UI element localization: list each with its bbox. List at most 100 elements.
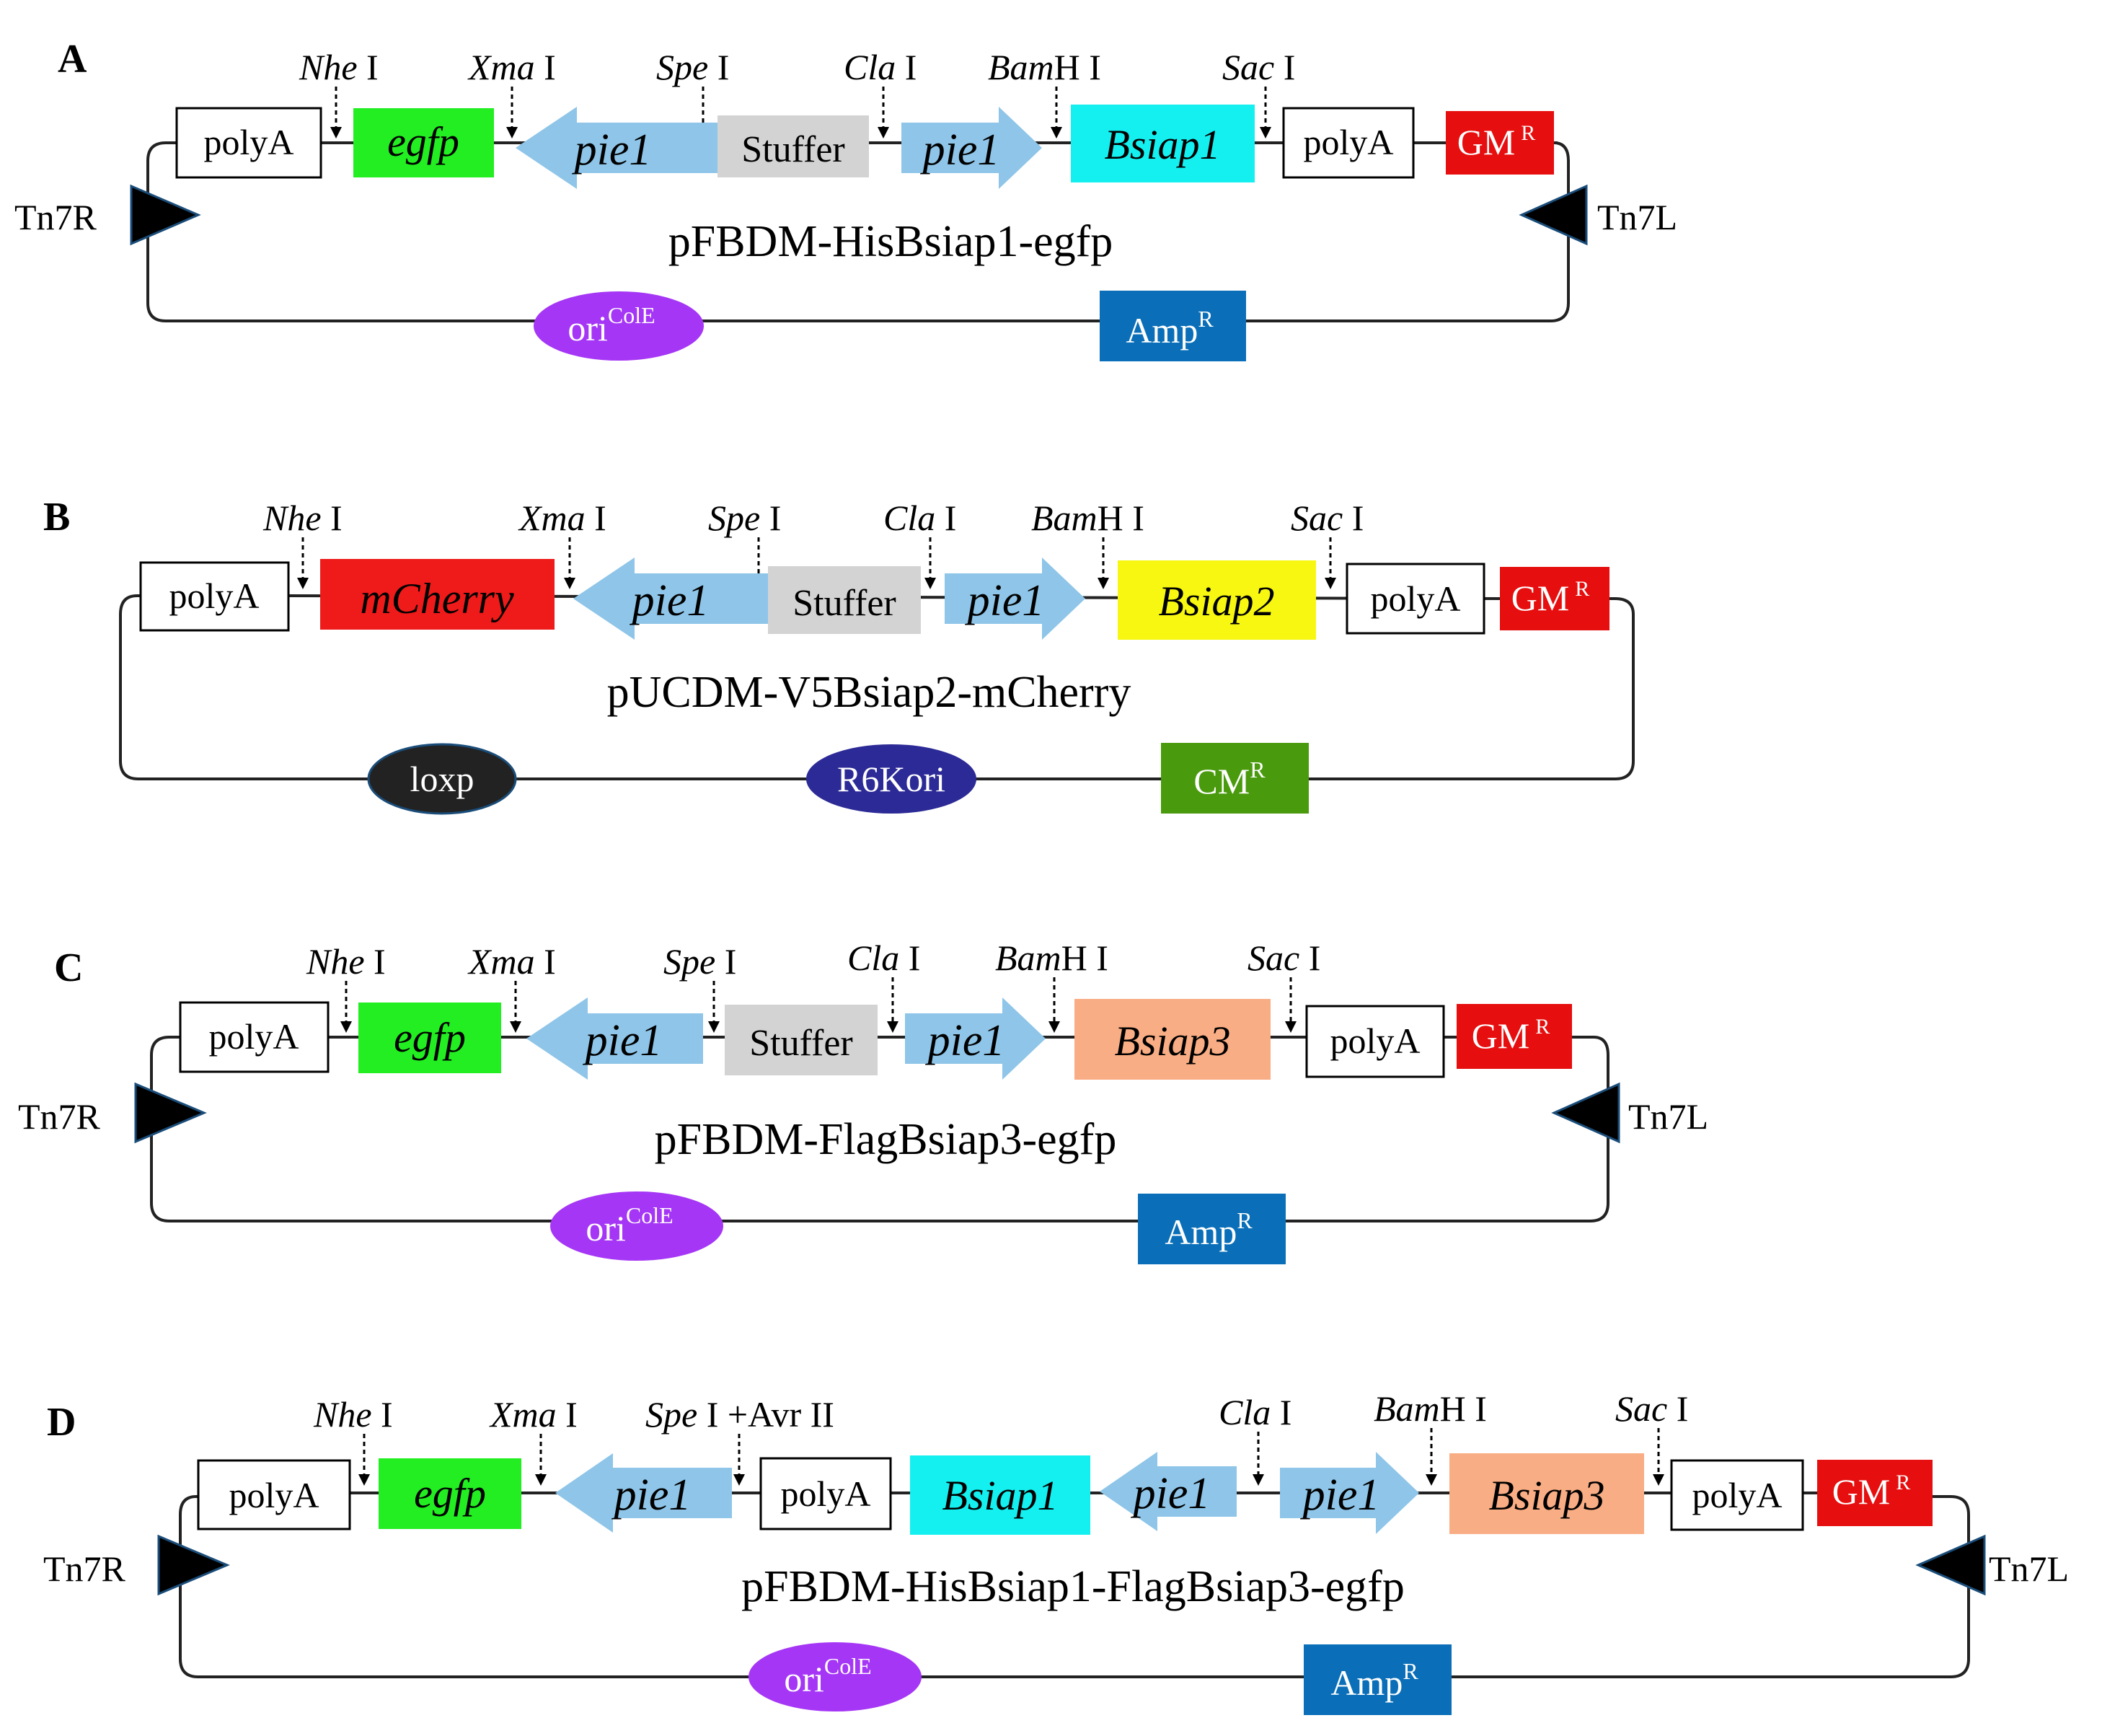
svg-text:Bsiap3: Bsiap3 bbox=[1488, 1472, 1604, 1519]
panel-c-letter: C bbox=[54, 946, 83, 990]
svg-text:Bsiap1: Bsiap1 bbox=[1104, 121, 1220, 168]
svg-text:Spe I: Spe I bbox=[656, 47, 729, 87]
panel-b-polya-left: polyA bbox=[139, 561, 290, 632]
panel-d-ori: oriColE bbox=[748, 1642, 922, 1711]
panel-c-amp-resistance: AmpR bbox=[1138, 1194, 1286, 1264]
panel-c-site-cla: Cla I bbox=[847, 938, 920, 1033]
panel-d-bsiap1-gene: Bsiap1 bbox=[910, 1455, 1090, 1535]
panel-d-pie1-promoter-reverse-1: pie1 bbox=[555, 1453, 732, 1533]
svg-text:GMR: GMR bbox=[1832, 1471, 1911, 1512]
svg-text:polyA: polyA bbox=[1371, 578, 1461, 619]
svg-text:Bsiap3: Bsiap3 bbox=[1114, 1018, 1230, 1065]
svg-text:pie1: pie1 bbox=[925, 1016, 1005, 1065]
svg-text:polyA: polyA bbox=[204, 122, 294, 162]
svg-text:Xma I: Xma I bbox=[518, 498, 606, 538]
svg-text:Cla I: Cla I bbox=[1219, 1392, 1291, 1432]
panel-b-cm-resistance: CMR bbox=[1161, 743, 1309, 814]
panel-c-stuffer: Stuffer bbox=[725, 1005, 878, 1075]
svg-text:pie1: pie1 bbox=[965, 576, 1045, 625]
panel-b: B Nhe I Xma I Spe I Cla I BamH I Sac I bbox=[43, 495, 1635, 815]
svg-text:egfp: egfp bbox=[414, 1470, 486, 1517]
panel-a-pie1-promoter-reverse: pie1 bbox=[516, 107, 717, 189]
panel-c-polya-right: polyA bbox=[1305, 1005, 1445, 1078]
panel-d: D Nhe I Xma I Spe I +Avr II Cla I BamH I… bbox=[43, 1388, 2069, 1715]
panel-a-site-spe: Spe I bbox=[656, 47, 729, 138]
panel-d-site-bamh: BamH I bbox=[1374, 1388, 1487, 1486]
panel-b-site-xma: Xma I bbox=[518, 498, 606, 589]
panel-d-pie1-promoter-reverse-2: pie1 bbox=[1100, 1452, 1237, 1531]
panel-c-bsiap3-gene: Bsiap3 bbox=[1074, 999, 1271, 1080]
svg-text:mCherry: mCherry bbox=[360, 575, 514, 622]
panel-b-site-nhe: Nhe I bbox=[262, 498, 343, 589]
panel-a-polya-right: polyA bbox=[1282, 107, 1415, 179]
panel-b-site-spe: Spe I bbox=[708, 498, 781, 589]
svg-text:pie1: pie1 bbox=[630, 576, 710, 625]
panel-b-r6kori: R6Kori bbox=[806, 744, 976, 814]
svg-text:Spe I +Avr II: Spe I +Avr II bbox=[645, 1394, 834, 1435]
panel-b-site-cla: Cla I bbox=[883, 498, 956, 589]
svg-text:Nhe I: Nhe I bbox=[306, 941, 386, 982]
svg-text:Tn7R: Tn7R bbox=[14, 197, 97, 237]
svg-text:pie1: pie1 bbox=[1300, 1471, 1380, 1520]
svg-text:oriColE: oriColE bbox=[586, 1202, 673, 1248]
panel-d-bsiap3-gene: Bsiap3 bbox=[1449, 1453, 1644, 1534]
svg-text:pie1: pie1 bbox=[1131, 1469, 1211, 1518]
svg-text:Cla I: Cla I bbox=[883, 498, 956, 538]
svg-text:GMR: GMR bbox=[1472, 1015, 1550, 1056]
svg-text:pie1: pie1 bbox=[920, 125, 1000, 175]
panel-b-mcherry-gene: mCherry bbox=[320, 559, 555, 630]
panel-a-site-sac: Sac I bbox=[1222, 47, 1295, 138]
svg-text:Spe I: Spe I bbox=[663, 941, 736, 982]
panel-a-tn7r: Tn7R bbox=[14, 184, 201, 246]
panel-d-pie1-promoter-forward: pie1 bbox=[1280, 1452, 1419, 1534]
panel-a-site-bamh: BamH I bbox=[988, 47, 1101, 138]
svg-text:polyA: polyA bbox=[1692, 1475, 1783, 1515]
panel-b-bsiap2-gene: Bsiap2 bbox=[1118, 560, 1316, 640]
svg-text:egfp: egfp bbox=[394, 1014, 466, 1061]
svg-text:BamH I: BamH I bbox=[995, 938, 1108, 978]
svg-text:BamH I: BamH I bbox=[1374, 1388, 1487, 1429]
panel-a-egfp-gene: egfp bbox=[353, 108, 494, 177]
svg-text:GMR: GMR bbox=[1457, 121, 1536, 162]
svg-text:Sac I: Sac I bbox=[1615, 1388, 1688, 1429]
svg-text:Tn7L: Tn7L bbox=[1597, 197, 1677, 237]
svg-text:Bsiap1: Bsiap1 bbox=[942, 1472, 1058, 1519]
panel-c-site-nhe: Nhe I bbox=[306, 941, 386, 1033]
panel-c-tn7r: Tn7R bbox=[18, 1082, 207, 1144]
panel-b-stuffer: Stuffer bbox=[768, 566, 921, 634]
panel-d-polya-left: polyA bbox=[197, 1459, 351, 1530]
svg-text:oriColE: oriColE bbox=[568, 302, 655, 348]
panel-a-backbone-line bbox=[146, 141, 1570, 322]
svg-text:Nhe I: Nhe I bbox=[262, 498, 343, 538]
panel-d-egfp-gene: egfp bbox=[379, 1458, 521, 1529]
svg-text:oriColE: oriColE bbox=[784, 1653, 871, 1699]
svg-text:Bsiap2: Bsiap2 bbox=[1158, 578, 1274, 625]
panel-c-site-spe: Spe I bbox=[663, 941, 736, 1033]
panel-b-polya-right: polyA bbox=[1346, 563, 1485, 635]
panel-b-site-sac: Sac I bbox=[1291, 498, 1364, 589]
svg-text:BamH I: BamH I bbox=[988, 47, 1101, 87]
panel-d-site-spe-avr: Spe I +Avr II bbox=[645, 1394, 834, 1486]
panel-c: C Nhe I Xma I Spe I Cla I BamH I Sac I bbox=[18, 938, 1708, 1264]
panel-d-site-xma: Xma I bbox=[489, 1394, 578, 1486]
svg-text:CMR: CMR bbox=[1193, 757, 1266, 801]
svg-text:R6Kori: R6Kori bbox=[837, 759, 945, 799]
svg-text:AmpR: AmpR bbox=[1330, 1658, 1418, 1703]
panel-a-tn7l: Tn7L bbox=[1519, 184, 1677, 246]
panel-c-pie1-promoter-reverse: pie1 bbox=[526, 997, 703, 1080]
panel-b-site-bamh: BamH I bbox=[1031, 498, 1144, 589]
panel-d-site-cla: Cla I bbox=[1219, 1392, 1291, 1486]
svg-text:Tn7R: Tn7R bbox=[43, 1548, 126, 1589]
panel-c-plasmid-name: pFBDM-FlagBsiap3-egfp bbox=[655, 1115, 1117, 1164]
svg-text:Stuffer: Stuffer bbox=[792, 583, 896, 624]
panel-d-tn7l: Tn7L bbox=[1915, 1534, 2069, 1596]
svg-text:Tn7L: Tn7L bbox=[1989, 1548, 2069, 1589]
panel-a-bsiap1-gene: Bsiap1 bbox=[1071, 105, 1255, 182]
svg-text:pie1: pie1 bbox=[611, 1471, 692, 1520]
svg-text:Xma I: Xma I bbox=[467, 941, 556, 982]
panel-a-amp-resistance: AmpR bbox=[1100, 291, 1246, 361]
svg-text:Cla I: Cla I bbox=[847, 938, 920, 978]
panel-a-pie1-promoter-forward: pie1 bbox=[901, 107, 1042, 189]
